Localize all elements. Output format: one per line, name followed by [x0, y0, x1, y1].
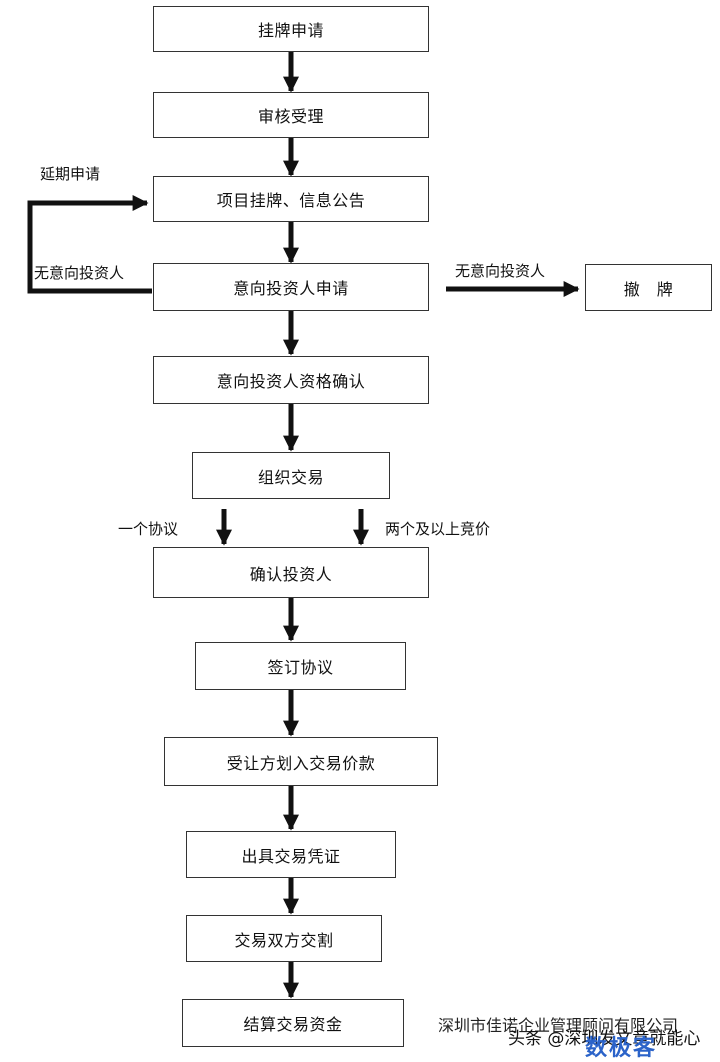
- node-confirm-investor: 确认投资人: [153, 547, 429, 598]
- arrow-loop-back: [27, 194, 152, 294]
- node-sign-agreement: 签订协议: [195, 642, 406, 690]
- watermark-toutiao: 头条 @深圳发文章就能心: [508, 1029, 701, 1049]
- label-two-or-more-bid: 两个及以上竞价: [385, 520, 491, 538]
- label-no-investor-left: 无意向投资人: [34, 264, 125, 282]
- node-issue-certificate: 出具交易凭证: [186, 831, 396, 878]
- node-investor-qualification: 意向投资人资格确认: [153, 356, 429, 404]
- node-settlement: 结算交易资金: [182, 999, 404, 1047]
- node-withdraw-listing: 撤 牌: [585, 264, 712, 311]
- node-project-listing-announcement: 项目挂牌、信息公告: [153, 176, 429, 222]
- node-listing-application: 挂牌申请: [153, 6, 429, 52]
- label-one-agreement: 一个协议: [118, 520, 179, 538]
- label-no-investor-right: 无意向投资人: [455, 262, 546, 280]
- node-review-accept: 审核受理: [153, 92, 429, 138]
- watermark-company: 深圳市佳诺企业管理顾问有限公司: [438, 1016, 679, 1035]
- node-organize-trade: 组织交易: [192, 452, 390, 499]
- node-investor-application: 意向投资人申请: [153, 263, 429, 311]
- watermark-logo: 数极客: [585, 1036, 658, 1061]
- node-transfer-payment: 受让方划入交易价款: [164, 737, 438, 786]
- label-extend-application: 延期申请: [40, 165, 101, 183]
- node-delivery: 交易双方交割: [186, 915, 382, 962]
